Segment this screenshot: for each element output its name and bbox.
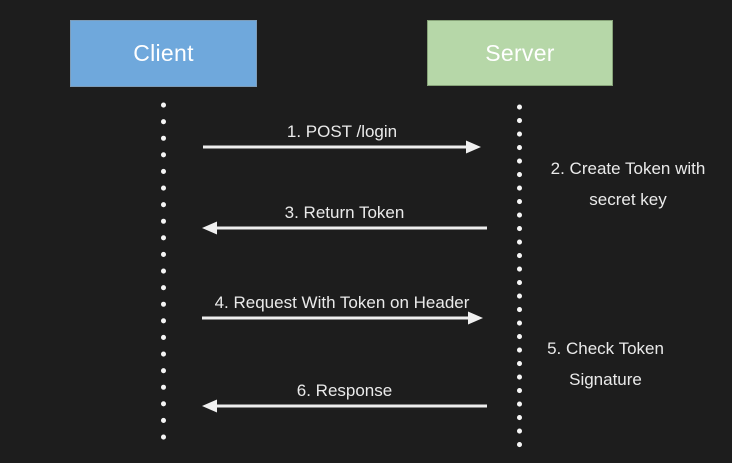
note-line: 2. Create Token with (550, 159, 706, 178)
client-lifeline (161, 102, 166, 443)
arrowhead-right-icon (468, 311, 483, 325)
message-label-3: 3. Return Token (284, 203, 405, 222)
actor-label-server: Server (485, 39, 555, 66)
note-line: secret key (589, 190, 667, 209)
arrow-left-3 (202, 221, 487, 235)
actor-box-server: Server (427, 20, 613, 86)
message-label-1: 1. POST /login (286, 122, 398, 141)
message-label-6: 6. Response (296, 381, 393, 400)
arrowhead-left-icon (202, 221, 217, 235)
message-label-4: 4. Request With Token on Header (214, 293, 470, 312)
actor-label-client: Client (133, 40, 194, 66)
note-line: Signature (569, 370, 642, 389)
arrowhead-left-icon (202, 399, 217, 413)
arrow-left-6 (202, 399, 487, 413)
note-check-token: 5. Check Token Signature (513, 333, 698, 395)
actor-box-client: Client (70, 20, 257, 87)
arrow-right-1 (203, 140, 481, 154)
arrow-right-4 (202, 311, 483, 325)
server-lifeline (517, 104, 522, 452)
note-line: 5. Check Token (547, 339, 664, 358)
note-create-token: 2. Create Token with secret key (533, 153, 723, 215)
arrowhead-right-icon (466, 140, 481, 154)
